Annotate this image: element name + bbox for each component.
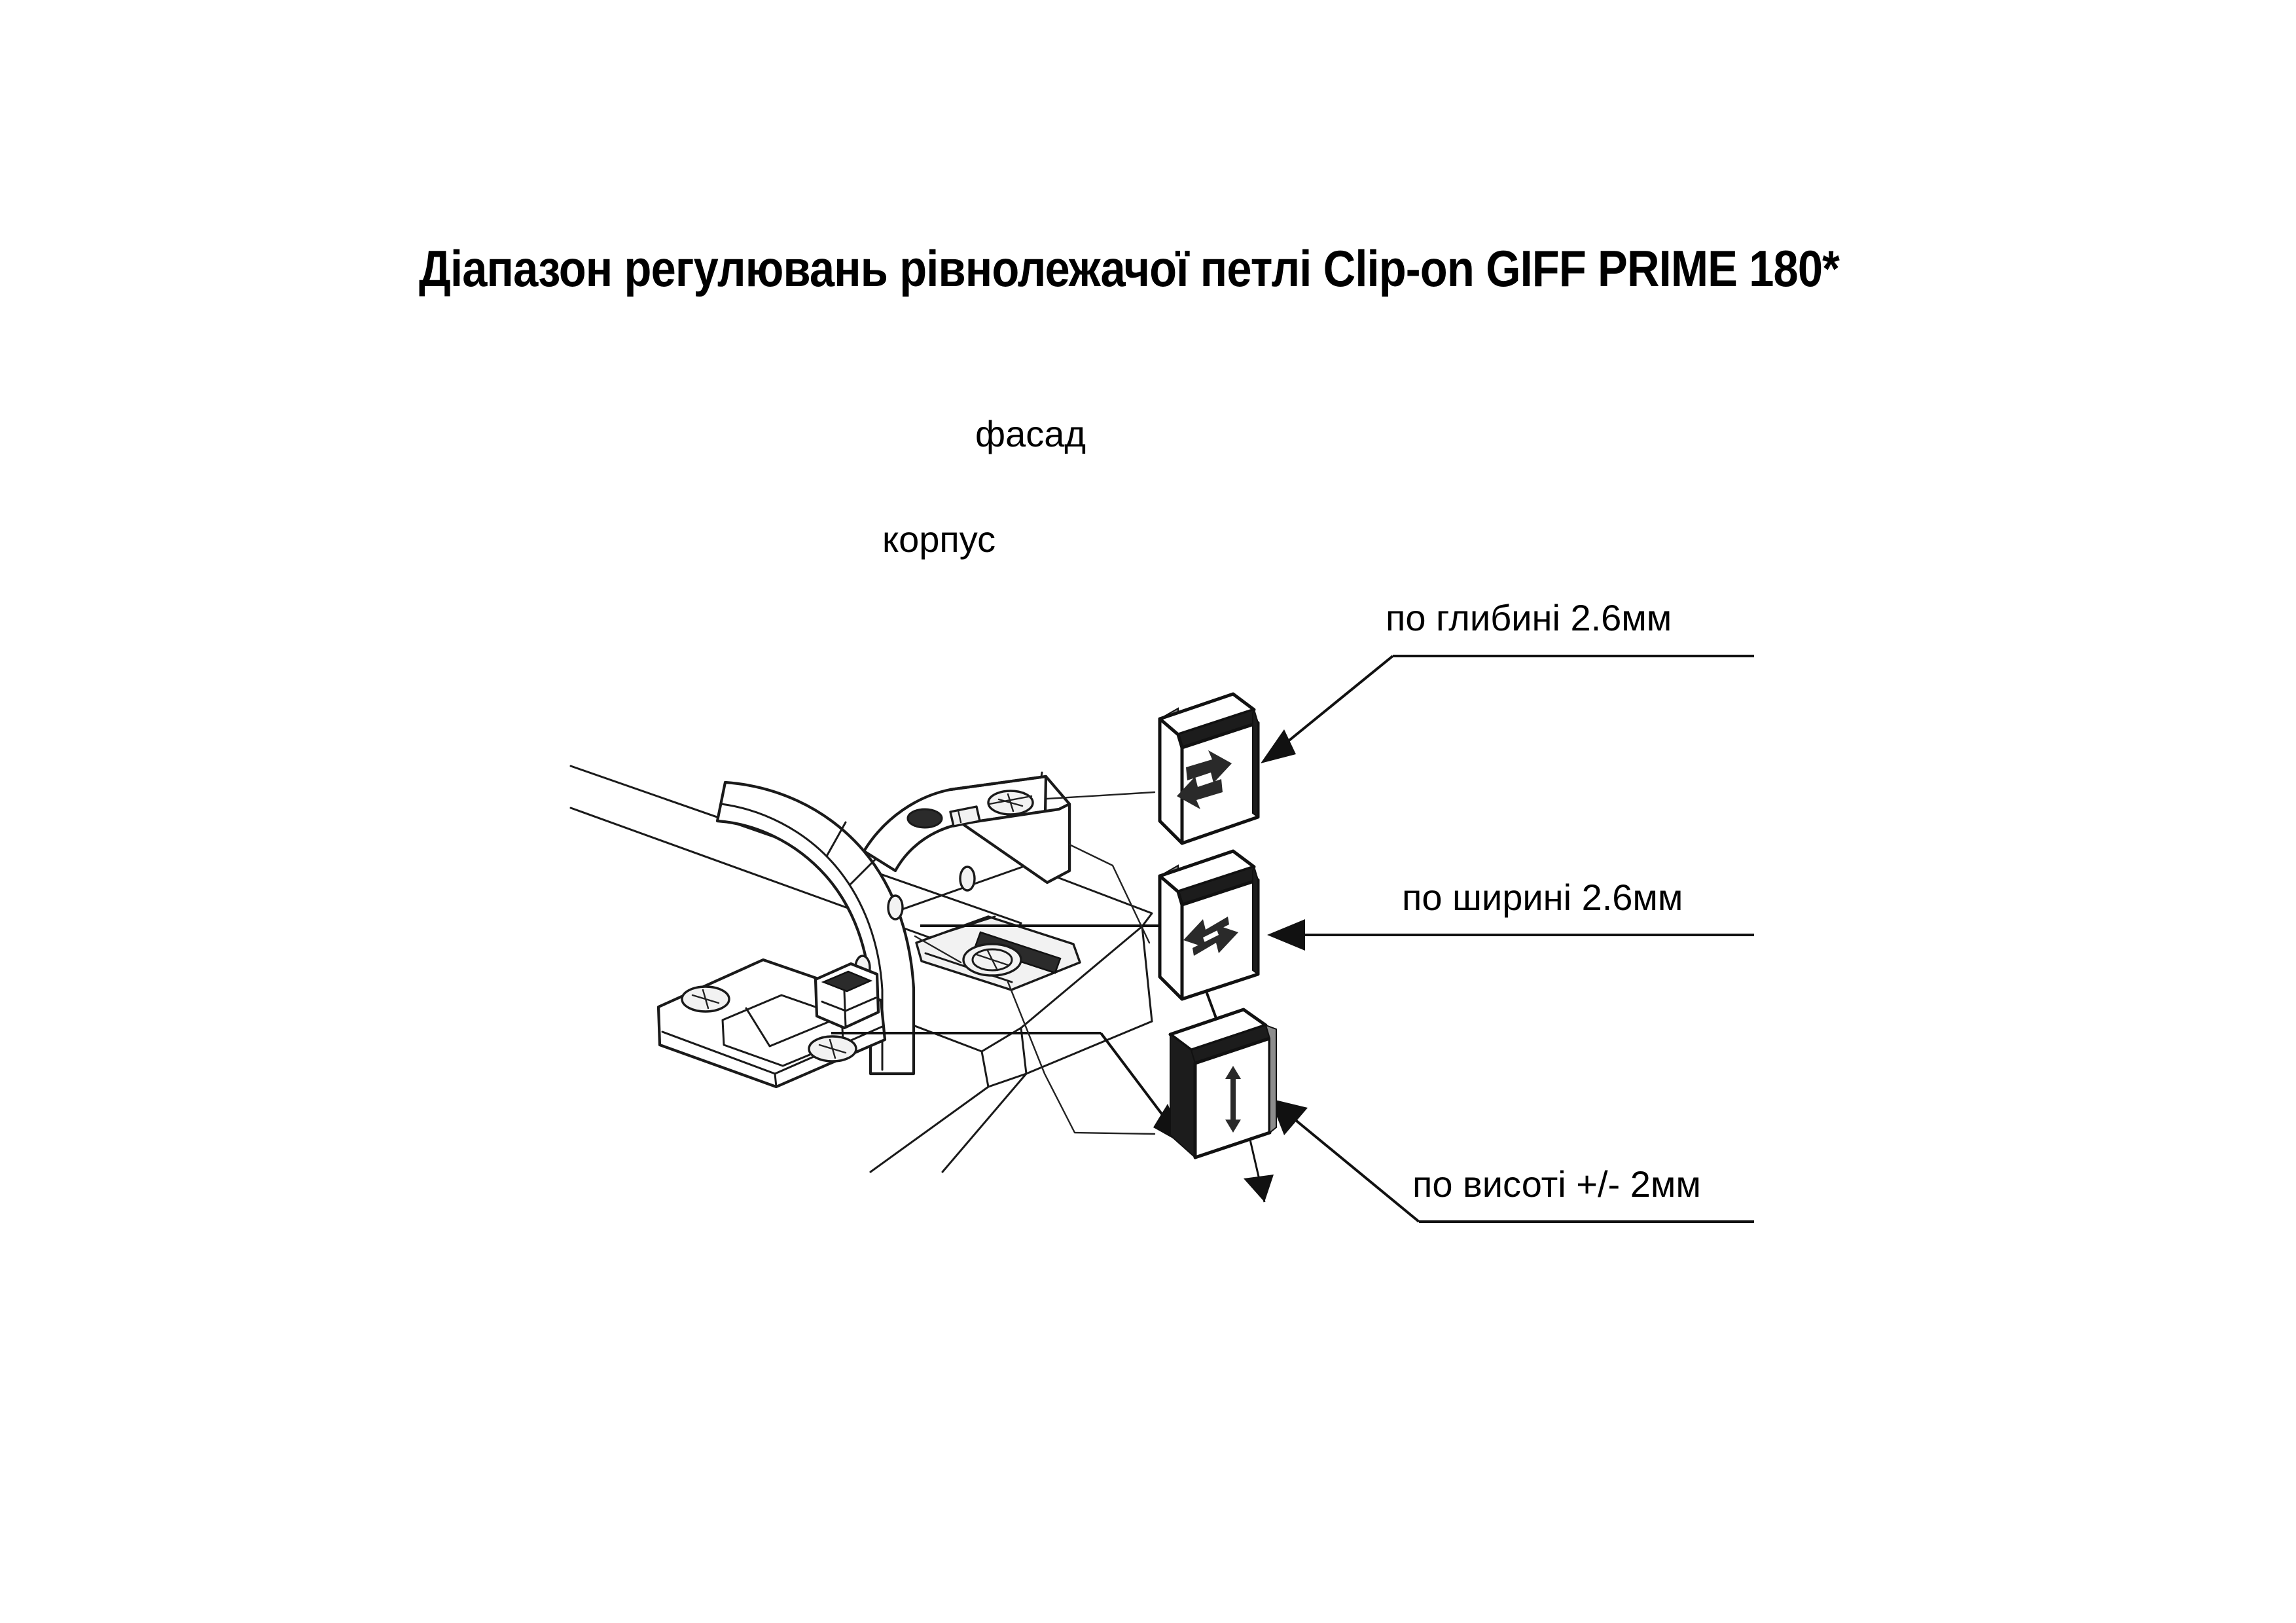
callout-body: корпус <box>882 519 996 560</box>
hinge-to-icon-connectors <box>914 791 1156 1135</box>
leader-height <box>1270 1099 1754 1223</box>
icon-box-depth <box>1158 692 1260 845</box>
callout-facade: фасад <box>975 413 1086 454</box>
icon-box-width <box>1158 849 1260 1001</box>
leader-width <box>1267 919 1754 951</box>
page-title: Діапазон регулювань рівнолежачої петлі C… <box>419 240 1840 297</box>
double-arrow-horizontal-icon <box>1183 917 1238 956</box>
double-arrow-vertical-icon <box>1225 1066 1241 1133</box>
hinge-assembly <box>656 775 1081 1089</box>
callout-width: по ширині 2.6мм <box>1402 877 1683 918</box>
icon-box-height <box>1168 1008 1277 1159</box>
double-arrow-diagonal-icon <box>1177 750 1232 809</box>
callout-depth: по глибині 2.6мм <box>1386 597 1672 638</box>
leader-depth <box>1261 655 1754 763</box>
callout-height: по висоті +/- 2мм <box>1412 1163 1701 1205</box>
